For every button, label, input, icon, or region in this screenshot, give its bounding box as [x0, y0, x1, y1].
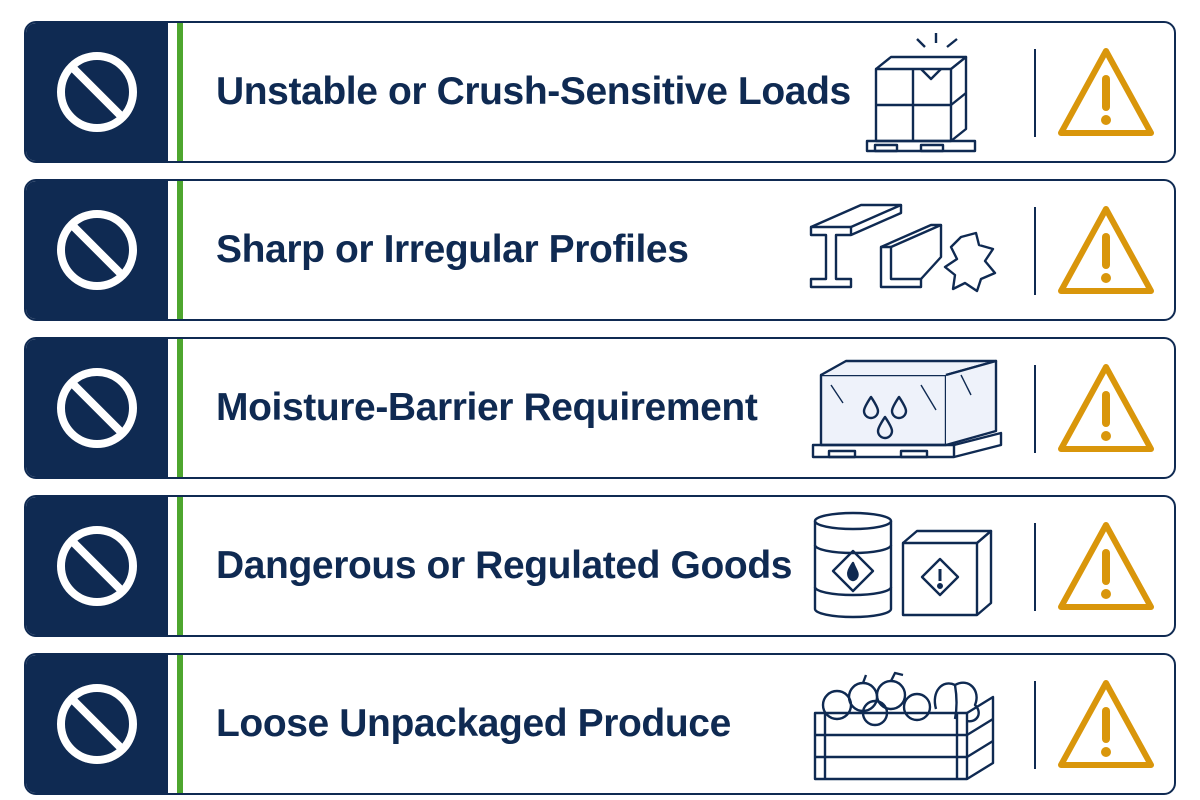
prohibited-icon	[57, 526, 137, 606]
warning-triangle-icon	[1056, 677, 1156, 773]
prohibited-icon	[57, 52, 137, 132]
warning-triangle-icon	[1056, 203, 1156, 299]
crushed-boxes-on-pallet-icon	[771, 29, 996, 157]
divider	[1034, 207, 1036, 295]
restrictions-list: Unstable or Crush-Sensitive Loads	[24, 21, 1176, 795]
prohibited-icon	[57, 210, 137, 290]
restriction-row: Dangerous or Regulated Goods	[24, 495, 1176, 637]
restriction-label: Loose Unpackaged Produce	[216, 702, 731, 745]
prohibited-icon	[57, 368, 137, 448]
restriction-row: Unstable or Crush-Sensitive Loads	[24, 21, 1176, 163]
warning-triangle-icon	[1056, 45, 1156, 141]
accent-bar	[177, 23, 183, 161]
steel-profiles-icon	[771, 187, 997, 315]
restriction-label: Sharp or Irregular Profiles	[216, 228, 689, 271]
hazmat-drum-and-box-icon	[771, 503, 996, 631]
restriction-row: Loose Unpackaged Produce	[24, 653, 1176, 795]
wrapped-pallet-with-droplets-icon	[771, 345, 1003, 473]
restriction-label: Moisture-Barrier Requirement	[216, 386, 758, 429]
divider	[1034, 523, 1036, 611]
accent-bar	[177, 655, 183, 793]
warning-triangle-icon	[1056, 519, 1156, 615]
warning-triangle-icon	[1056, 361, 1156, 457]
restriction-label: Dangerous or Regulated Goods	[216, 544, 793, 587]
accent-bar	[177, 181, 183, 319]
produce-crate-icon	[771, 661, 996, 789]
accent-bar	[177, 339, 183, 477]
prohibited-icon	[57, 684, 137, 764]
divider	[1034, 365, 1036, 453]
prohibited-panel	[26, 339, 168, 477]
restriction-row: Moisture-Barrier Requirement	[24, 337, 1176, 479]
prohibited-panel	[26, 181, 168, 319]
accent-bar	[177, 497, 183, 635]
divider	[1034, 49, 1036, 137]
restriction-row: Sharp or Irregular Profiles	[24, 179, 1176, 321]
restriction-label: Unstable or Crush-Sensitive Loads	[216, 70, 851, 113]
prohibited-panel	[26, 497, 168, 635]
divider	[1034, 681, 1036, 769]
prohibited-panel	[26, 23, 168, 161]
prohibited-panel	[26, 655, 168, 793]
